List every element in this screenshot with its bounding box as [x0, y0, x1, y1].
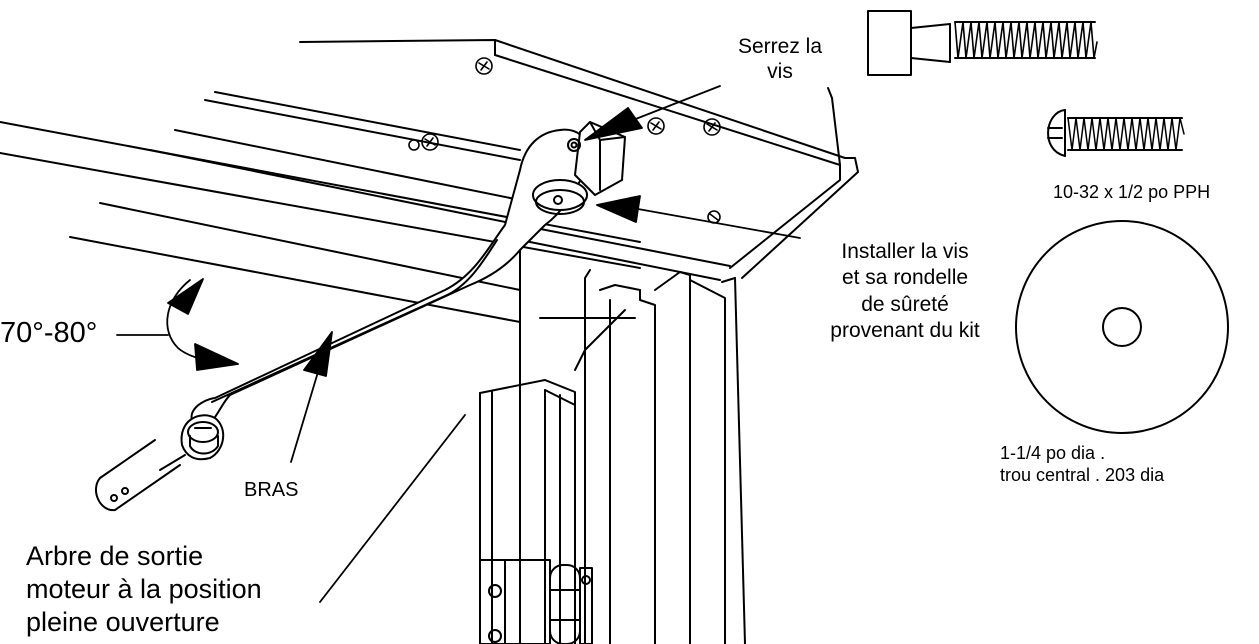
washer-spec-line-2: trou central . 203 dia: [1000, 464, 1165, 485]
leader-lines: [290, 85, 801, 603]
plate-screws: [408, 57, 721, 224]
install-screw-line-3: de sûreté: [861, 292, 949, 316]
door-panel: [479, 379, 576, 644]
pan-head-screw: [1047, 109, 1185, 157]
washer-spec-line-1: 1-1/4 po dia .: [1000, 443, 1106, 463]
install-screw-line-4: provenant du kit: [830, 318, 980, 342]
tighten-screw-line-1: Serrez la: [737, 35, 823, 58]
tighten-screw-label: Serrez la vis: [715, 34, 845, 84]
angle-dimension: [116, 278, 239, 371]
install-screw-label: Installer la vis et sa rondelle de sûret…: [795, 239, 1015, 344]
door-hinge: [479, 559, 593, 644]
operator-arm: [190, 128, 591, 431]
mounting-plate: [299, 39, 859, 279]
tighten-screw-line-2: vis: [767, 60, 793, 84]
arm-label: BRAS: [244, 479, 299, 501]
door-frame: [519, 224, 746, 644]
shaft-label: Arbre de sortie moteur à la position ple…: [26, 540, 262, 639]
shaft-line-3: pleine ouverture: [26, 606, 220, 637]
install-screw-line-1: Installer la vis: [841, 240, 969, 263]
motor-output-shaft: [95, 414, 225, 512]
angle-label: 70°-80°: [0, 317, 98, 349]
socket-head-screw: [867, 10, 1098, 76]
washer-spec-label: 1-1/4 po dia . trou central . 203 dia: [1000, 443, 1164, 486]
shaft-line-2: moteur à la position: [26, 573, 262, 604]
shaft-line-1: Arbre de sortie: [26, 541, 204, 571]
safety-washer: [1015, 220, 1229, 434]
install-screw-line-2: et sa rondelle: [841, 266, 969, 290]
screw-spec-label: 10-32 x 1/2 po PPH: [1053, 182, 1211, 202]
